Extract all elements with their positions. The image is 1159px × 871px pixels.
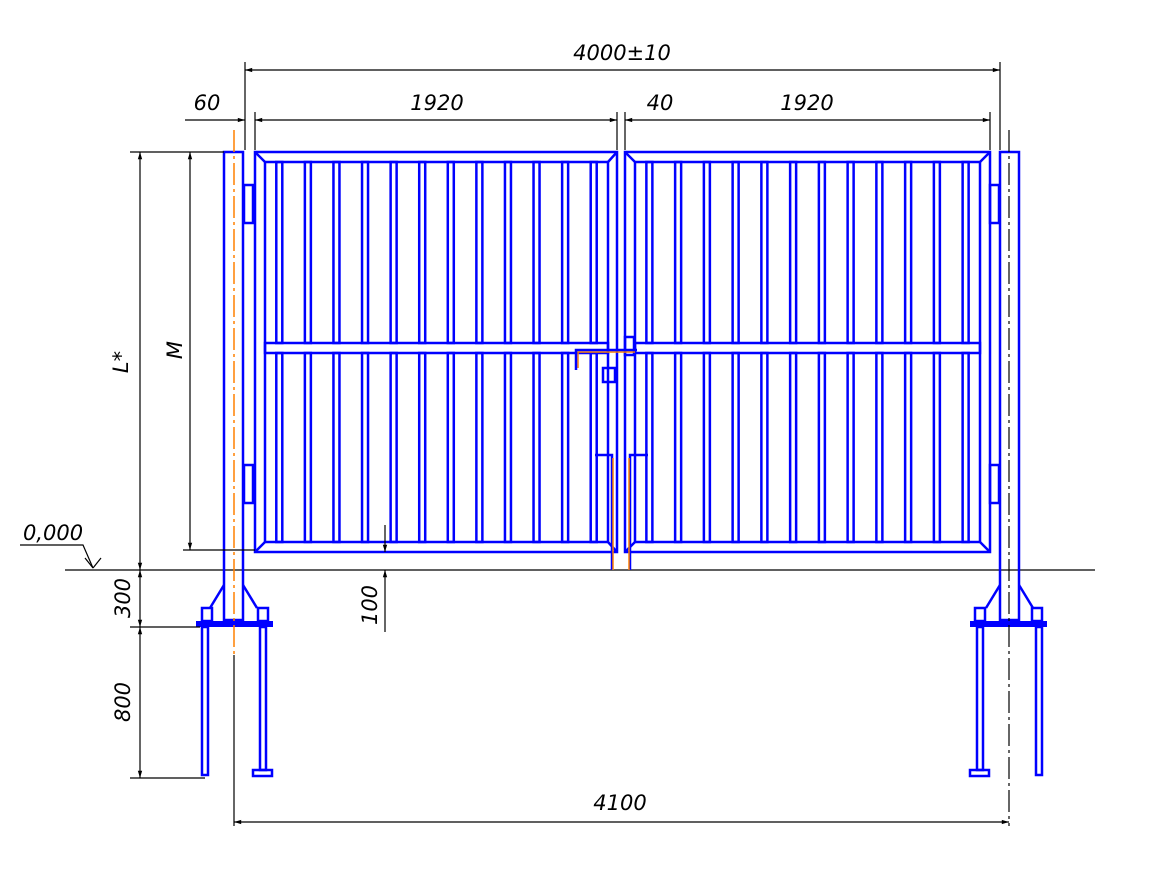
left-picket [360,351,370,544]
left-picket [275,351,284,544]
dim-post-offset: 60 [194,91,221,115]
left-picket [360,160,370,345]
right-picket [903,160,913,345]
right-picket [673,351,683,544]
right-picket [645,160,654,345]
left-picket [532,351,541,544]
right-picket [961,351,970,544]
left-picket [446,160,456,345]
dim-post-span: 4100 [593,791,646,815]
right-picket [645,351,654,544]
right-picket [702,351,712,544]
right-picket [673,160,683,345]
right-picket [932,351,942,544]
left-picket [275,160,284,345]
dim-ground-clearance: 300 [111,578,135,618]
latch [574,335,637,384]
dim-foundation-depth: 800 [111,682,135,722]
right-post [988,150,1021,622]
right-picket [702,160,712,345]
right-picket [788,351,798,544]
floor-bolts [595,453,648,570]
right-picket [731,160,740,345]
left-picket [303,160,313,345]
left-picket [417,160,427,345]
dim-center-gap: 40 [647,91,674,115]
left-picket [389,160,398,345]
right-picket [760,351,769,544]
right-picket [903,351,913,544]
left-picket [389,351,398,544]
pickets [275,160,970,544]
dim-leaf-height: M [163,341,187,359]
right-picket [731,351,740,544]
left-picket [475,160,484,345]
dim-total-height: L* [109,351,133,373]
dim-right-leaf-width: 1920 [780,91,833,115]
left-picket [303,351,313,544]
right-picket [817,160,827,345]
left-picket [332,160,341,345]
right-picket [817,351,827,544]
left-picket [446,351,456,544]
left-picket [589,351,598,544]
right-picket [846,351,855,544]
left-picket [560,160,570,345]
left-picket [475,351,484,544]
right-picket [875,160,884,345]
dim-left-leaf-width: 1920 [410,91,463,115]
level-mark: 0,000 [23,521,83,545]
left-picket [417,351,427,544]
right-foundation [968,584,1047,778]
left-picket [332,351,341,544]
dimension-lines [20,62,1009,825]
right-picket [788,160,798,345]
right-picket [846,160,855,345]
dim-overall-width: 4000±10 [573,41,671,65]
right-picket [875,351,884,544]
left-foundation [196,584,274,778]
right-picket [961,160,970,345]
left-picket [503,351,513,544]
right-picket [760,160,769,345]
left-picket [532,160,541,345]
left-picket [560,351,570,544]
left-picket [503,160,513,345]
dim-bottom-gap: 100 [358,585,382,625]
left-picket [589,160,598,345]
right-picket [932,160,942,345]
